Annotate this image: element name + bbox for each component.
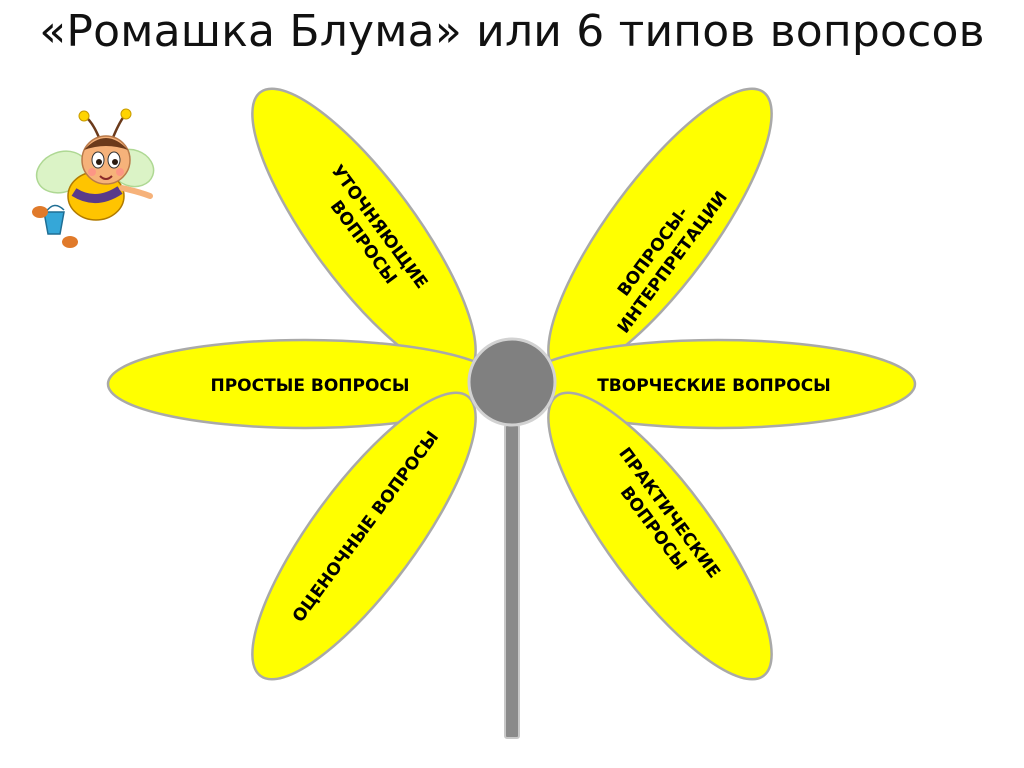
bee-icon	[32, 108, 155, 248]
petal-label-creative: ТВОРЧЕСКИЕ ВОПРОСЫ	[597, 376, 831, 396]
flower-center	[467, 337, 557, 427]
petal-label-simple: ПРОСТЫЕ ВОПРОСЫ	[211, 376, 410, 396]
petal-evaluative	[251, 391, 477, 681]
page-title: «Ромашка Блума» или 6 типов вопросов	[39, 6, 985, 57]
flower-stem	[504, 424, 520, 739]
petal-practical	[547, 391, 773, 681]
